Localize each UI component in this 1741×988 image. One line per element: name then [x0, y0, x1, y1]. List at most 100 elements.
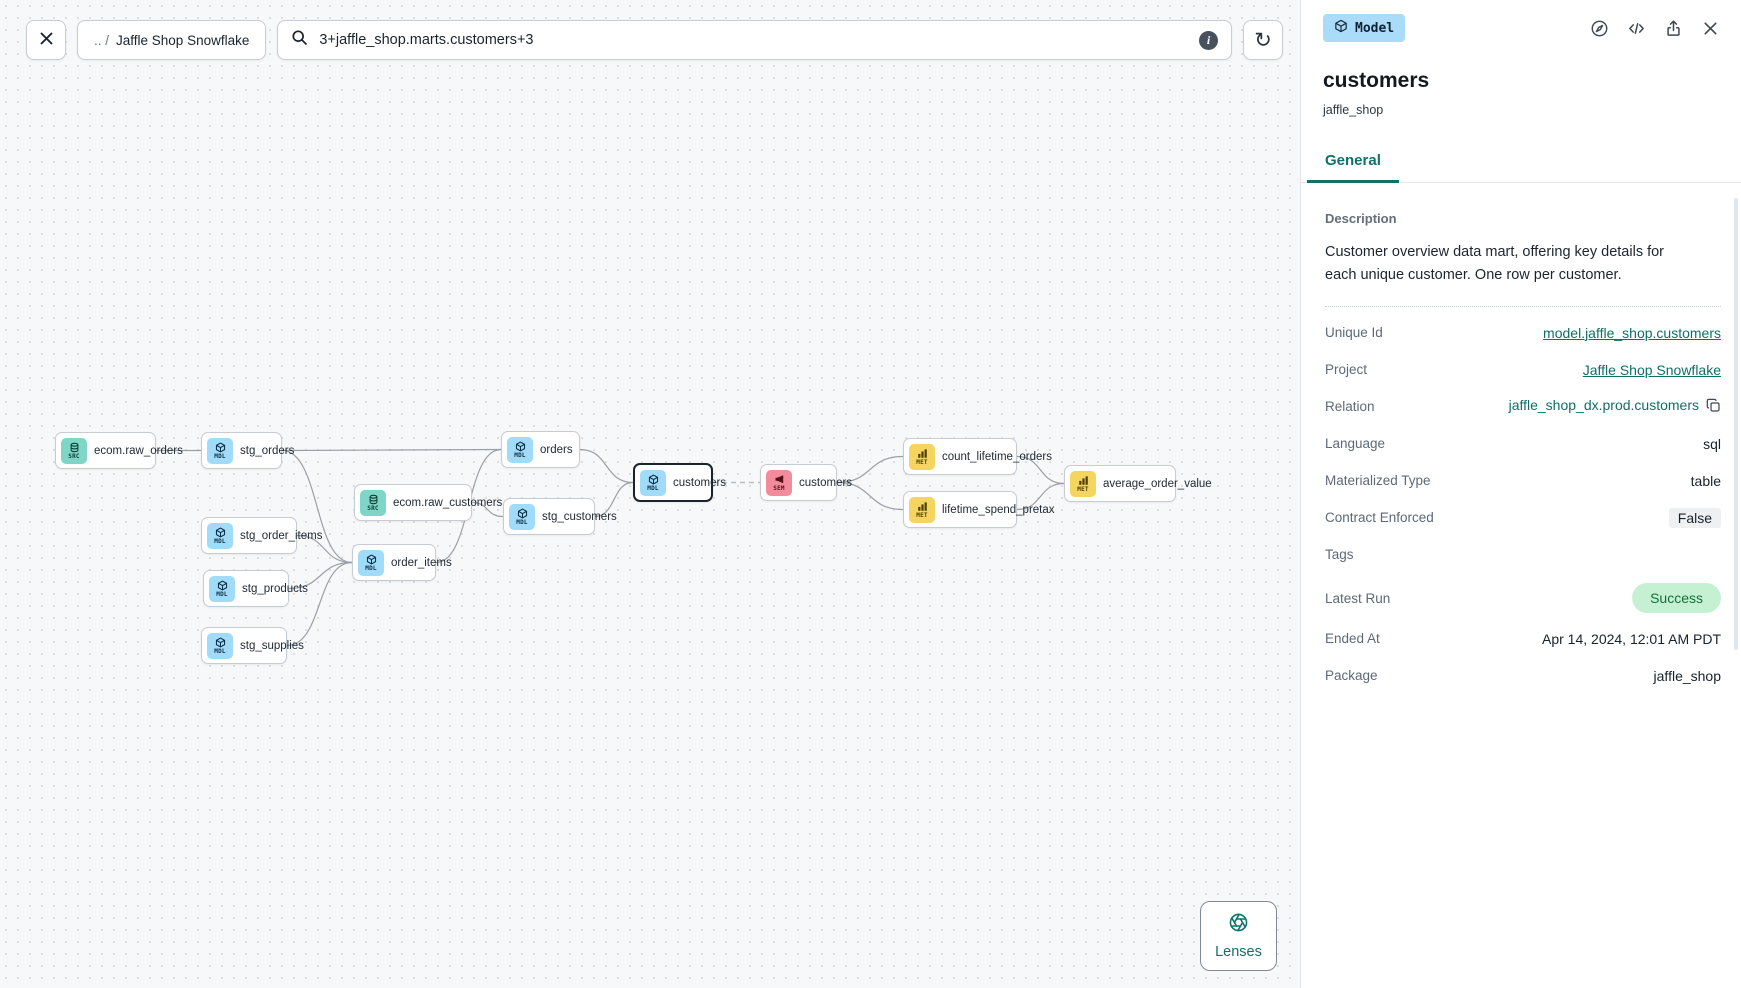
lineage-selector-bar[interactable]: i	[277, 20, 1232, 60]
node-raw-orders[interactable]: SRC ecom.raw_orders	[55, 432, 183, 469]
detail-row-tags: Tags	[1325, 543, 1721, 566]
detail-label-relation: Relation	[1325, 399, 1375, 414]
node-count-lifetime-orders[interactable]: MET count_lifetime_orders	[903, 438, 1052, 475]
detail-value-unique-id[interactable]: model.jaffle_shop.customers	[1543, 324, 1721, 341]
close-lineage-button[interactable]	[26, 20, 66, 60]
search-icon	[291, 29, 308, 51]
src-resource-icon: SRC	[61, 437, 87, 464]
panel-subtitle: jaffle_shop	[1323, 103, 1384, 117]
node-stg-orders[interactable]: MDL stg_orders	[201, 432, 294, 469]
explore-lineage-icon[interactable]	[1590, 18, 1610, 38]
node-average-order-value[interactable]: MET average_order_value	[1064, 465, 1212, 502]
detail-label-project: Project	[1325, 362, 1368, 377]
close-panel-icon[interactable]	[1701, 18, 1721, 38]
detail-value-package: jaffle_shop	[1653, 667, 1721, 684]
node-label: lifetime_spend_pretax	[942, 503, 1055, 516]
panel-scrollbar[interactable]	[1734, 198, 1738, 650]
details-panel: Model	[1300, 0, 1741, 988]
node-stg-supplies[interactable]: MDL stg_supplies	[201, 627, 304, 664]
panel-tabs: General	[1301, 142, 1741, 183]
detail-label-language: Language	[1325, 436, 1386, 451]
mdl-resource-icon: MDL	[207, 522, 233, 549]
detail-row-latest-run: Latest Run Success	[1325, 583, 1721, 613]
node-label: customers	[799, 476, 853, 489]
detail-row-language: Language sql	[1325, 432, 1721, 455]
node-label: customers	[673, 476, 727, 489]
node-label: stg_supplies	[240, 639, 304, 652]
node-label: average_order_value	[1103, 477, 1212, 490]
detail-row-project: Project Jaffle Shop Snowflake	[1325, 358, 1721, 381]
tab-general[interactable]: General	[1307, 142, 1399, 183]
lineage-edges	[155, 448, 1065, 647]
panel-header-actions	[1590, 18, 1721, 38]
panel-title: customers	[1323, 69, 1430, 92]
lenses-label: Lenses	[1215, 944, 1262, 960]
mdl-resource-icon: MDL	[640, 469, 666, 496]
close-icon	[39, 31, 54, 49]
description-label: Description	[1325, 211, 1397, 226]
breadcrumb-prefix: .. /	[94, 32, 110, 48]
detail-row-ended-at: Ended At Apr 14, 2024, 12:01 AM PDT	[1325, 627, 1721, 650]
node-label: ecom.raw_customers	[393, 496, 503, 509]
detail-label-unique-id: Unique Id	[1325, 325, 1383, 340]
met-resource-icon: MET	[909, 496, 935, 523]
refresh-button[interactable]: ↻	[1243, 20, 1283, 60]
detail-label-tags: Tags	[1325, 547, 1354, 562]
detail-label-latest-run: Latest Run	[1325, 590, 1391, 606]
node-label: ecom.raw_orders	[94, 444, 183, 457]
node-stg-products[interactable]: MDL stg_products	[203, 570, 308, 607]
sem-resource-icon: SEM	[766, 469, 792, 496]
aperture-icon	[1228, 912, 1249, 937]
node-stg-customers[interactable]: MDL stg_customers	[503, 498, 617, 535]
info-icon[interactable]: i	[1199, 30, 1218, 50]
src-resource-icon: SRC	[360, 489, 386, 516]
node-label: order_items	[391, 556, 452, 569]
detail-label-contract-enforced: Contract Enforced	[1325, 510, 1434, 525]
node-label: orders	[540, 443, 573, 456]
detail-label-package: Package	[1325, 668, 1378, 683]
met-resource-icon: MET	[909, 443, 935, 470]
node-customers-sem[interactable]: SEM customers	[760, 464, 852, 501]
breadcrumb-project-label: Jaffle Shop Snowflake	[116, 32, 250, 48]
node-customers[interactable]: MDL customers	[633, 463, 726, 502]
mdl-resource-icon: MDL	[209, 575, 235, 602]
detail-label-ended-at: Ended At	[1325, 631, 1380, 646]
node-raw-customers[interactable]: SRC ecom.raw_customers	[354, 484, 502, 521]
detail-row-package: Package jaffle_shop	[1325, 664, 1721, 687]
detail-value-project[interactable]: Jaffle Shop Snowflake	[1582, 361, 1721, 378]
node-order-items[interactable]: MDL order_items	[352, 544, 452, 581]
detail-value-ended-at: Apr 14, 2024, 12:01 AM PDT	[1542, 630, 1721, 647]
node-label: count_lifetime_orders	[942, 450, 1052, 463]
breadcrumb[interactable]: .. / Jaffle Shop Snowflake	[77, 20, 267, 60]
node-label: stg_products	[242, 582, 308, 595]
lineage-toolbar: .. / Jaffle Shop Snowflake i ↻	[26, 20, 1283, 60]
lineage-selector-input[interactable]	[317, 31, 1190, 49]
refresh-icon: ↻	[1254, 28, 1272, 52]
code-icon[interactable]	[1627, 18, 1647, 38]
mdl-resource-icon: MDL	[207, 437, 233, 464]
mdl-resource-icon: MDL	[358, 549, 384, 576]
mdl-resource-icon: MDL	[507, 436, 533, 463]
node-lifetime-spend-pretax[interactable]: MET lifetime_spend_pretax	[903, 491, 1055, 528]
model-type-badge-label: Model	[1355, 20, 1395, 36]
node-label: stg_customers	[542, 510, 617, 523]
description-text: Customer overview data mart, offering ke…	[1325, 244, 1665, 283]
detail-value-latest-run: Success	[1632, 583, 1721, 613]
detail-value-language: sql	[1703, 435, 1721, 452]
detail-label-materialized-type: Materialized Type	[1325, 473, 1431, 488]
panel-body: Description Customer overview data mart,…	[1301, 183, 1741, 988]
mdl-resource-icon: MDL	[509, 503, 535, 530]
node-label: stg_orders	[240, 444, 295, 457]
copy-icon[interactable]	[1706, 398, 1721, 416]
share-icon[interactable]	[1664, 18, 1684, 38]
node-orders[interactable]: MDL orders	[501, 431, 580, 468]
lenses-button[interactable]: Lenses	[1200, 901, 1277, 971]
mdl-resource-icon: MDL	[207, 632, 233, 659]
detail-row-unique-id: Unique Id model.jaffle_shop.customers	[1325, 321, 1721, 344]
met-resource-icon: MET	[1070, 470, 1096, 497]
